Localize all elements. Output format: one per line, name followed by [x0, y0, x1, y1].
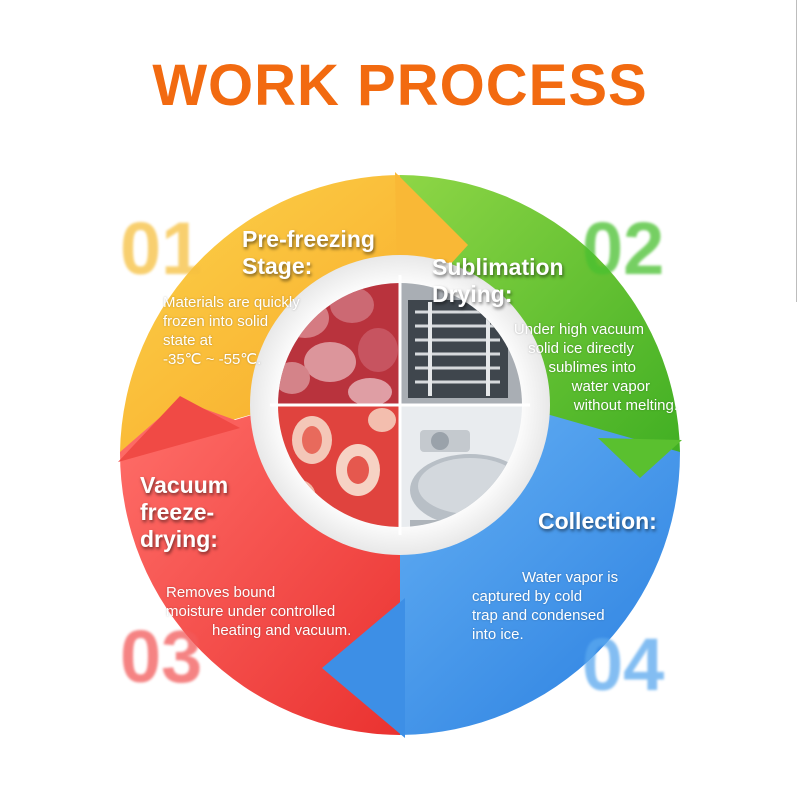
segment-step-3 — [119, 400, 401, 735]
step-1-description: Materials are quickly frozen into solid … — [163, 294, 300, 368]
step-2-heading: Sublimation Drying: — [432, 254, 564, 307]
edge-divider — [796, 0, 797, 302]
step-4-description: Water vapor is captured by cold trap and… — [472, 569, 619, 643]
page-title: WORK PROCESS — [152, 53, 648, 118]
segment-step-4 — [330, 405, 681, 735]
arrow-head-4 — [322, 598, 405, 738]
step-4-heading: Collection: — [538, 508, 657, 534]
step-3-heading: Vacuum freeze- drying: — [140, 472, 229, 552]
step-number-02: 02 — [582, 207, 665, 290]
segment-step-2 — [400, 175, 680, 470]
step-number-04: 04 — [582, 623, 665, 706]
step-1-heading: Pre-freezing Stage: — [242, 226, 375, 279]
arrow-head-2 — [598, 438, 682, 478]
step-2-description: Under high vacuum solid ice directly sub… — [513, 321, 678, 414]
step-3-description: Removes bound moisture under controlled … — [166, 584, 352, 639]
arrow-head-3 — [118, 396, 240, 462]
step-number-03: 03 — [120, 615, 203, 698]
step-number-01: 01 — [120, 207, 203, 290]
